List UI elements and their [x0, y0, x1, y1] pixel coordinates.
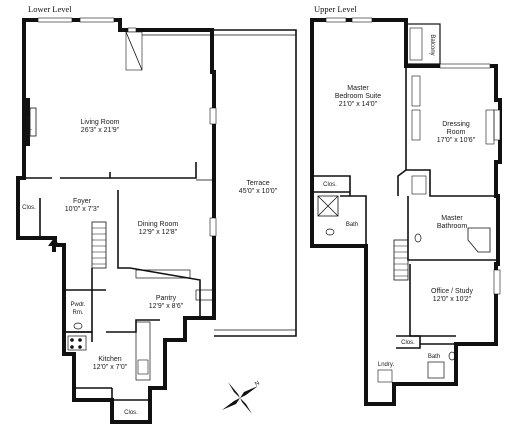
bath-toilet: [325, 228, 335, 236]
master-window-1: [325, 17, 347, 23]
master-bath-wall: [407, 196, 498, 261]
balcony-door: [409, 27, 423, 61]
kitchen-dim: 12'0" x 7'0": [93, 364, 128, 371]
kitchen-closet-label: Clos.: [124, 410, 138, 416]
upper-closet-label: Clos.: [323, 182, 337, 188]
dining-west-wall: [117, 190, 130, 269]
pantry-cabinet: [195, 289, 215, 301]
powder-toilet: [73, 322, 83, 330]
entry-arrow-icon: [48, 238, 60, 252]
upper-outer-wall: [310, 18, 502, 406]
dressing-bottom-wall: [406, 169, 496, 197]
bath-east-wall: [340, 195, 367, 246]
kitchen-name: Kitchen: [98, 356, 121, 363]
dining-room-name: Dining Room: [138, 221, 179, 228]
terrace-outline: [142, 29, 297, 337]
office-dim: 12'0" x 10'2": [433, 296, 472, 303]
upper-bath-shower: [317, 195, 339, 217]
terrace-name: Terrace: [246, 180, 269, 187]
living-room-dim: 26'3" x 21'9": [81, 127, 120, 134]
dressing-window: [439, 63, 491, 69]
stair-wall: [91, 268, 106, 291]
lower-outer-wall: [16, 18, 216, 424]
foyer-name: Foyer: [73, 198, 92, 205]
laundry-unit: [377, 369, 393, 383]
stair-treads: [92, 227, 106, 265]
master-bath-toilet: [414, 233, 422, 243]
terrace-dim: 45'0" x 10'0": [239, 188, 278, 195]
upper-bath-label: Bath: [346, 222, 358, 228]
living-window-3: [127, 27, 137, 33]
dressing-cabinet: [411, 175, 427, 195]
foyer-dim: 10'0" x 7'3": [65, 206, 100, 213]
stove-burners: [70, 338, 82, 349]
pantry-wall: [129, 267, 201, 318]
dressing-east-window: [493, 109, 501, 141]
compass-rose: N: [222, 380, 261, 414]
kitchen-sink: [137, 359, 149, 375]
living-east-window: [209, 107, 217, 125]
dressing-closet-3: [485, 109, 495, 145]
master-dressing-wall: [397, 66, 407, 196]
laundry-label: Lndry.: [378, 362, 395, 368]
small-bath-toilet: [448, 351, 456, 361]
lower-level-plan: Fireplace Living Room 26'3" x 21'9" Terr…: [16, 17, 297, 424]
dining-east-window: [209, 217, 217, 237]
dressing-room-dim: 17'0" x 10'6": [437, 137, 476, 144]
kitchen-stove: [67, 335, 87, 351]
upper-level-title: Upper Level: [314, 4, 357, 14]
pantry-name: Pantry: [156, 295, 177, 302]
small-bath-shower: [427, 361, 445, 379]
master-suite-dim: 21'0" x 14'0": [339, 101, 378, 108]
upper-closet2-label: Clos.: [401, 340, 415, 346]
foyer-closet-label: Clos.: [22, 205, 36, 211]
master-tub: [467, 227, 491, 253]
terrace-door-leaf: [125, 31, 143, 71]
upper-stair-treads: [394, 245, 408, 277]
dressing-closet-1: [411, 75, 421, 107]
fireplace-label: Fireplace: [26, 115, 32, 140]
small-bath-label: Bath: [428, 354, 440, 360]
office-name: Office / Study: [431, 288, 473, 295]
office-west-wall: [409, 264, 456, 337]
pantry-dim: 12'9" x 8'6": [149, 303, 184, 310]
balcony-label: Balcony: [429, 34, 435, 55]
fireplace-box: [29, 107, 37, 137]
living-window-2: [79, 17, 115, 23]
dining-room-dim: 12'9" x 12'8": [139, 229, 178, 236]
upper-closet: [396, 335, 421, 349]
living-window-1: [37, 17, 73, 23]
master-closet-wall: [312, 175, 351, 196]
dressing-room-name-2: Room: [447, 129, 466, 136]
compass-north: N: [254, 380, 261, 387]
dressing-room-name-1: Dressing: [442, 121, 470, 128]
stairs: [91, 221, 107, 269]
office-east-window: [493, 269, 501, 295]
lower-level-title: Lower Level: [28, 4, 72, 14]
powder-room-label-1: Pwdr.: [70, 302, 85, 308]
kitchen-counter: [135, 321, 151, 381]
living-room-name: Living Room: [81, 119, 120, 126]
master-bath-name-1: Master: [441, 215, 463, 222]
living-dining-wall: [109, 162, 197, 179]
master-suite-name-1: Master: [347, 85, 369, 92]
fireplace-hearth: [24, 98, 30, 146]
master-bath-name-2: Bathroom: [437, 223, 468, 230]
dressing-closet-2: [411, 109, 421, 141]
powder-room-label-2: Rm.: [73, 310, 84, 316]
shower-x-2: [317, 195, 339, 217]
upper-level-plan: Balcony Master Bedroom Suite 21'0" x 14'…: [310, 17, 502, 406]
balcony-outline: [405, 23, 441, 65]
pantry-counter: [135, 269, 191, 279]
master-suite-name-2: Bedroom Suite: [335, 93, 381, 100]
kitchen-closet-wall: [111, 388, 150, 401]
master-window-2: [351, 17, 373, 23]
